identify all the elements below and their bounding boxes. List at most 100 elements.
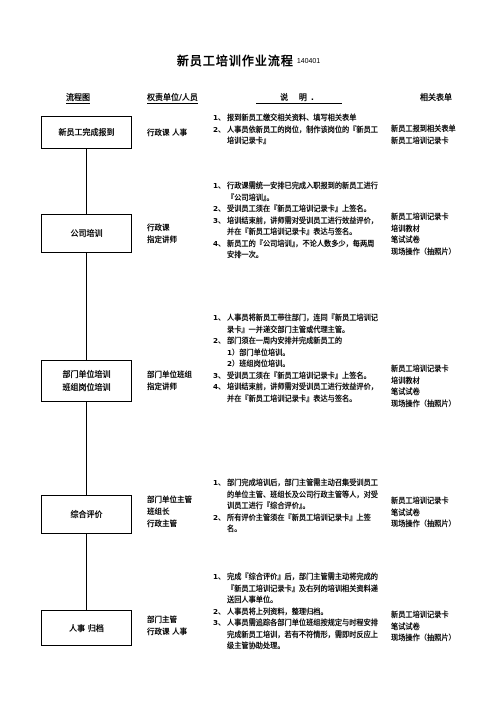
form-item: 现场操作（抽照片） bbox=[391, 246, 456, 256]
item-number bbox=[213, 347, 227, 359]
description-item: 1、部门完成培训后，部门主管需主动召集受训员工的单位主管、班组长及公司行政主管等… bbox=[213, 477, 378, 512]
dept-line: 班组长 bbox=[147, 507, 170, 516]
item-number: 2、 bbox=[213, 124, 226, 134]
form-item: 新员工培训记录卡 bbox=[391, 610, 449, 619]
item-number: 2、 bbox=[213, 204, 226, 213]
item-number: 3、 bbox=[213, 370, 226, 380]
dept-line: 指定讲师 bbox=[147, 382, 177, 391]
form-item: 笔试试卷 bbox=[391, 235, 420, 244]
item-number: 3、 bbox=[213, 215, 226, 225]
responsible-dept: 部门单位主管班组长行政主管 bbox=[147, 494, 192, 530]
item-number: 2、 bbox=[213, 336, 226, 345]
item-text: 人事员将新员工带往部门，连同『新员工培训记录卡』一并递交部门主管或代理主管。 bbox=[227, 313, 378, 334]
header-flow: 流程图 bbox=[66, 93, 90, 104]
connector-line bbox=[86, 534, 87, 610]
form-item: 现场操作（抽照片） bbox=[391, 519, 456, 528]
item-text: 所有评价主管须在『新员工培训记录卡』上签名。 bbox=[227, 512, 371, 534]
description-item: 2、人事员依新员工的岗位，制作该岗位的『新员工培训记录卡』 bbox=[213, 124, 378, 147]
item-number: 1、 bbox=[213, 478, 226, 487]
dept-line: 行政课 人事 bbox=[147, 627, 188, 636]
item-text: 受训员工须在『新员工培训记录卡』上签名。 bbox=[227, 370, 371, 380]
step-description: 1、部门完成培训后，部门主管需主动召集受训员工的单位主管、班组长及公司行政主管等… bbox=[213, 477, 378, 535]
connector-line bbox=[86, 149, 87, 214]
dept-line: 部门单位主管 bbox=[147, 495, 192, 504]
dept-line: 行政课 人事 bbox=[147, 128, 188, 137]
description-item: 3、受训员工须在『新员工培训记录卡』上签名。 bbox=[213, 370, 378, 382]
step-description: 1、行政课需统一安排已完成入职报到的新员工进行『公司培训』。2、受训员工须在『新… bbox=[213, 180, 378, 261]
item-number: 1、 bbox=[213, 181, 226, 190]
related-forms: 新员工培训记录卡培训教材笔试试卷现场操作（抽照片） bbox=[391, 211, 456, 257]
flow-box: 人事 归档 bbox=[41, 610, 132, 646]
step-description: 1、完成『综合评价』后，部门主管需主动将完成的『新员工培训记录卡』及右列的培训相… bbox=[213, 571, 378, 652]
description-item: 3、人事员需追踪各部门单位班组按规定与时程安排完成新员工培训，若有不符情形，需即… bbox=[213, 617, 378, 652]
flow-box: 部门单位培训班组岗位培训 bbox=[41, 360, 132, 402]
responsible-dept: 行政课指定讲师 bbox=[147, 222, 177, 246]
form-item: 新员工培训记录卡 bbox=[391, 364, 449, 373]
description-item: 2、受训员工须在『新员工培训记录卡』上签名。 bbox=[213, 203, 378, 215]
flow-box-line: 综合评价 bbox=[70, 510, 103, 519]
header-dept: 权责单位/人员 bbox=[147, 93, 198, 104]
description-item: 3、培训结束前，讲师需对受训员工进行效益评价，并在『新员工培训记录卡』表达与签名… bbox=[213, 215, 378, 238]
item-text: 完成『综合评价』后，部门主管需主动将完成的『新员工培训记录卡』及右列的培训相关资… bbox=[227, 572, 378, 604]
form-item: 培训教材 bbox=[391, 375, 420, 385]
item-text: 2）班组岗位培训。 bbox=[227, 359, 290, 368]
form-item: 笔试试卷 bbox=[391, 621, 420, 631]
description-item: 1、报到新员工缴交相关资料、填写相关表单 bbox=[213, 112, 378, 124]
description-item: 4、新员工的『公司培训』，不论人数多少，每两周安排一次。 bbox=[213, 238, 378, 261]
item-number: 2、 bbox=[213, 512, 226, 522]
related-forms: 新员工培训记录卡培训教材笔试试卷现场操作（抽照片） bbox=[391, 363, 456, 409]
description-item: 1、行政课需统一安排已完成入职报到的新员工进行『公司培训』。 bbox=[213, 180, 378, 203]
responsible-dept: 部门主管行政课 人事 bbox=[147, 614, 187, 638]
connector-line bbox=[86, 402, 87, 495]
responsible-dept: 部门单位班组指定讲师 bbox=[147, 369, 192, 393]
item-text: 报到新员工缴交相关资料、填写相关表单 bbox=[227, 113, 357, 122]
flow-box: 新员工完成报到 bbox=[41, 116, 132, 149]
item-number bbox=[213, 358, 227, 370]
form-item: 新员工培训记录卡 bbox=[391, 212, 449, 221]
dept-line: 行政课 bbox=[147, 223, 170, 232]
header-desc-text: 说 明 bbox=[280, 93, 311, 102]
connector-line bbox=[86, 253, 87, 360]
description-item: 4、培训结束前，讲师需对受训员工进行效益评价，并在『新员工培训记录卡』表达与签名… bbox=[213, 381, 378, 404]
item-text: 受训员工须在『新员工培训记录卡』上签名。 bbox=[227, 204, 371, 213]
item-text: 新员工的『公司培训』，不论人数多少，每两周安排一次。 bbox=[227, 238, 375, 260]
flow-box-label: 部门单位培训班组岗位培训 bbox=[63, 368, 111, 394]
responsible-dept: 行政课 人事 bbox=[147, 127, 187, 139]
form-item: 现场操作（抽照片） bbox=[391, 633, 456, 642]
description-item: 1、完成『综合评价』后，部门主管需主动将完成的『新员工培训记录卡』及右列的培训相… bbox=[213, 571, 378, 606]
description-item: 2）班组岗位培训。 bbox=[213, 358, 378, 370]
form-item: 笔试试卷 bbox=[391, 507, 420, 517]
item-text: 部门须在一周内安排并完成新员工的 bbox=[227, 336, 343, 345]
flow-box-line: 部门单位培训 bbox=[62, 370, 111, 379]
description-item: 2、部门须在一周内安排并完成新员工的 bbox=[213, 335, 378, 347]
form-item: 新员工培训记录卡 bbox=[391, 135, 449, 145]
dept-line: 行政主管 bbox=[147, 519, 177, 528]
description-item: 2、人事员将上列资料，整理归档。 bbox=[213, 606, 378, 618]
item-number: 1、 bbox=[213, 313, 226, 322]
document-code: 140401 bbox=[296, 58, 321, 65]
description-item: 1、人事员将新员工带往部门，连同『新员工培训记录卡』一并递交部门主管或代理主管。 bbox=[213, 312, 378, 335]
flow-box-label: 公司培训 bbox=[71, 227, 103, 240]
item-number: 4、 bbox=[213, 238, 226, 248]
header-desc: 说 明. bbox=[256, 93, 342, 104]
flow-box-line: 班组岗位培训 bbox=[62, 383, 111, 392]
item-text: 培训结束前，讲师需对受训员工进行效益评价，并在『新员工培训记录卡』表达与签名。 bbox=[227, 382, 378, 403]
header-forms: 相关表单 bbox=[420, 93, 452, 102]
related-forms: 新员工培训记录卡笔试试卷现场操作（抽照片） bbox=[391, 495, 456, 530]
form-item: 培训教材 bbox=[391, 223, 420, 233]
item-text: 人事员需追踪各部门单位班组按规定与时程安排完成新员工培训，若有不符情形，需即时反… bbox=[227, 618, 378, 650]
item-text: 人事员依新员工的岗位，制作该岗位的『新员工培训记录卡』 bbox=[227, 124, 378, 146]
description-item: 1）部门单位培训。 bbox=[213, 347, 378, 359]
item-number: 1、 bbox=[213, 113, 226, 122]
flow-box-line: 公司培训 bbox=[70, 229, 103, 238]
item-number: 2、 bbox=[213, 606, 226, 616]
form-item: 现场操作（抽照片） bbox=[391, 398, 456, 408]
flow-box: 公司培训 bbox=[41, 214, 132, 253]
flow-box-line: 人事 归档 bbox=[69, 623, 104, 633]
related-forms: 新员工报到相关表单新员工培训记录卡 bbox=[391, 123, 456, 146]
form-item: 笔试试卷 bbox=[391, 387, 420, 396]
item-number: 1、 bbox=[213, 572, 226, 581]
step-description: 1、人事员将新员工带往部门，连同『新员工培训记录卡』一并递交部门主管或代理主管。… bbox=[213, 312, 378, 404]
